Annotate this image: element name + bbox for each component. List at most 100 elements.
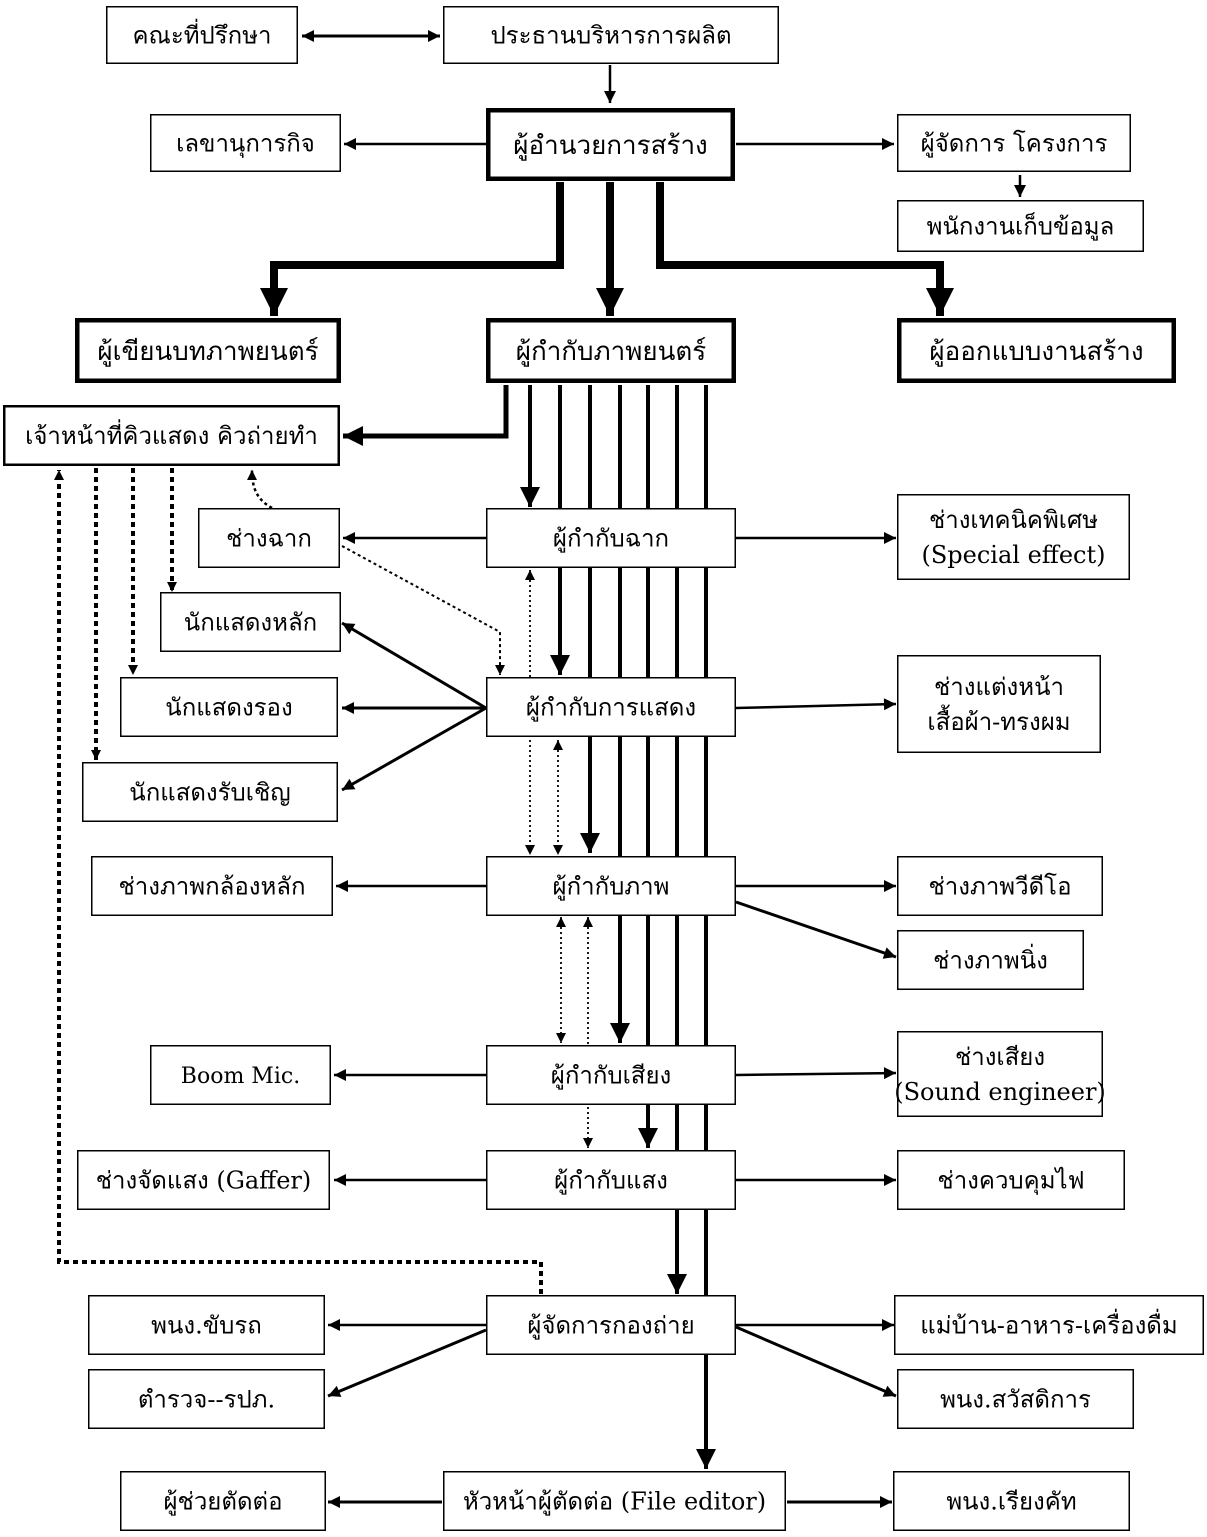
node-box xyxy=(486,1150,736,1210)
node-box xyxy=(77,1150,330,1210)
node-welfare: พนง.สวัสดิการ xyxy=(897,1369,1134,1429)
node-label: ผู้อำนวยการสร้าง xyxy=(513,131,708,161)
node-box xyxy=(486,108,735,181)
node-box xyxy=(160,592,341,652)
arrow-dop-still xyxy=(735,900,897,959)
node-boom: Boom Mic. xyxy=(150,1045,331,1105)
node-label: ช่างภาพวีดีโอ xyxy=(929,873,1072,901)
node-box xyxy=(120,677,338,737)
node-catering: แม่บ้าน-อาหาร-เครื่องดื่ม xyxy=(894,1295,1204,1355)
arrow-unit-police xyxy=(327,1328,487,1398)
node-advisors: คณะที่ปรึกษา xyxy=(106,6,298,64)
node-camera-operator: ช่างภาพกล้องหลัก xyxy=(91,856,333,916)
node-label: ตำรวจ--รปภ. xyxy=(138,1386,275,1414)
arrow-to-production-designer xyxy=(656,182,954,316)
arrow-to-screenwriter xyxy=(260,182,564,316)
node-box xyxy=(897,200,1144,252)
node-project-manager: ผู้จัดการ โครงการ xyxy=(897,114,1131,172)
node-label: นักแสดงหลัก xyxy=(184,609,317,637)
node-art-director: ผู้กำกับฉาก xyxy=(486,508,736,568)
node-dop: ผู้กำกับภาพ xyxy=(486,856,736,916)
node-label: แม่บ้าน-อาหาร-เครื่องดื่ม xyxy=(920,1309,1177,1340)
node-box xyxy=(897,655,1101,753)
arrow-sound-engineer xyxy=(735,1067,897,1080)
node-box xyxy=(897,1369,1134,1429)
node-production-designer: ผู้ออกแบบงานสร้าง xyxy=(897,318,1176,383)
node-box xyxy=(893,1471,1130,1531)
node-box xyxy=(198,508,340,568)
node-screenwriter: ผู้เขียนบทภาพยนตร์ xyxy=(75,318,341,383)
node-label: ผู้กำกับฉาก xyxy=(553,525,669,554)
node-data-staff: พนักงานเก็บข้อมูล xyxy=(897,200,1144,252)
node-guest-actors: นักแสดงรับเชิญ xyxy=(82,762,338,822)
node-box xyxy=(443,1471,786,1531)
node-box xyxy=(486,677,736,737)
node-box xyxy=(894,1295,1204,1355)
node-box xyxy=(82,762,338,822)
node-label: เสื้อผ้า-ทรงผม xyxy=(927,704,1070,736)
node-box xyxy=(91,856,333,916)
node-box xyxy=(150,1045,331,1105)
node-label: ผู้กำกับแสง xyxy=(554,1167,668,1196)
node-chief-editor: หัวหน้าผู้ตัดต่อ (File editor) xyxy=(443,1471,786,1531)
node-label: เลขานุการกิจ xyxy=(176,130,315,159)
node-still-photographer: ช่างภาพนิ่ง xyxy=(897,930,1084,990)
arrow-acting-guest xyxy=(341,706,487,792)
node-box xyxy=(897,1150,1125,1210)
node-label: ผู้กำกับภาพยนตร์ xyxy=(516,337,707,367)
node-label: (Sound engineer) xyxy=(894,1078,1106,1106)
node-acting-director: ผู้กำกับการแสดง xyxy=(486,677,736,737)
node-unit-manager: ผู้จัดการกองถ่าย xyxy=(486,1295,736,1355)
arrow-film-director-cue-officer xyxy=(343,385,509,446)
node-box xyxy=(897,114,1131,172)
node-label: ผู้ออกแบบงานสร้าง xyxy=(929,337,1143,367)
node-box xyxy=(486,856,736,916)
node-police: ตำรวจ--รปภ. xyxy=(88,1369,325,1429)
arrow-acting-makeup xyxy=(735,698,897,711)
node-label: นักแสดงรอง xyxy=(165,694,292,722)
node-label: ประธานบริหารการผลิต xyxy=(490,22,731,50)
node-box xyxy=(75,318,341,383)
node-box xyxy=(486,318,736,383)
node-box xyxy=(486,1295,736,1355)
arrow-acting-lead xyxy=(341,621,487,710)
node-box xyxy=(486,1045,736,1105)
node-set-builder: ช่างฉาก xyxy=(198,508,340,568)
node-label: ช่างฉาก xyxy=(226,525,312,553)
node-makeup: ช่างแต่งหน้าเสื้อผ้า-ทรงผม xyxy=(897,655,1101,753)
node-box xyxy=(897,318,1176,383)
node-label: ช่างควบคุมไฟ xyxy=(937,1167,1084,1196)
node-assembler: พนง.เรียงคัท xyxy=(893,1471,1130,1531)
node-label: ช่างภาพกล้องหลัก xyxy=(118,873,305,901)
node-lead-actors: นักแสดงหลัก xyxy=(160,592,341,652)
node-box xyxy=(897,856,1103,916)
node-box xyxy=(150,114,341,172)
node-electrician: ช่างควบคุมไฟ xyxy=(897,1150,1125,1210)
node-box xyxy=(443,6,779,64)
node-label: ผู้เขียนบทภาพยนตร์ xyxy=(97,337,318,367)
node-cue-officer: เจ้าหน้าที่คิวแสดง คิวถ่ายทำ xyxy=(3,405,340,466)
node-driver: พนง.ขับรถ xyxy=(88,1295,325,1355)
node-label: ช่างแต่งหน้า xyxy=(934,673,1064,701)
node-label: ช่างเทคนิคพิเศษ xyxy=(929,506,1098,534)
node-box xyxy=(897,494,1130,580)
node-lighting-director: ผู้กำกับแสง xyxy=(486,1150,736,1210)
node-label: พนง.สวัสดิการ xyxy=(940,1386,1091,1414)
node-sound-engineer: ช่างเสียง (Sound engineer) xyxy=(894,1031,1106,1117)
node-exec-producer: ประธานบริหารการผลิต xyxy=(443,6,779,64)
node-production-director: ผู้อำนวยการสร้าง xyxy=(486,108,735,181)
node-label: ผู้ช่วยตัดต่อ xyxy=(163,1488,282,1517)
node-video-operator: ช่างภาพวีดีโอ xyxy=(897,856,1103,916)
node-label: พนง.เรียงคัท xyxy=(946,1488,1076,1516)
node-label: พนง.ขับรถ xyxy=(151,1312,262,1340)
node-label: ช่างจัดแสง (Gaffer) xyxy=(96,1167,312,1195)
node-label: ผู้กำกับการแสดง xyxy=(526,694,696,723)
node-box xyxy=(88,1295,325,1355)
node-label: ผู้กำกับภาพ xyxy=(553,873,670,902)
node-label: ผู้กำกับเสียง xyxy=(551,1062,671,1091)
node-label: ช่างภาพนิ่ง xyxy=(933,944,1048,975)
node-label: ช่างเสียง xyxy=(955,1043,1045,1071)
node-sfx: ช่างเทคนิคพิเศษ(Special effect) xyxy=(897,494,1130,580)
dotted-set-builder-acting xyxy=(341,545,505,675)
dotted-unit-cue xyxy=(54,470,543,1294)
